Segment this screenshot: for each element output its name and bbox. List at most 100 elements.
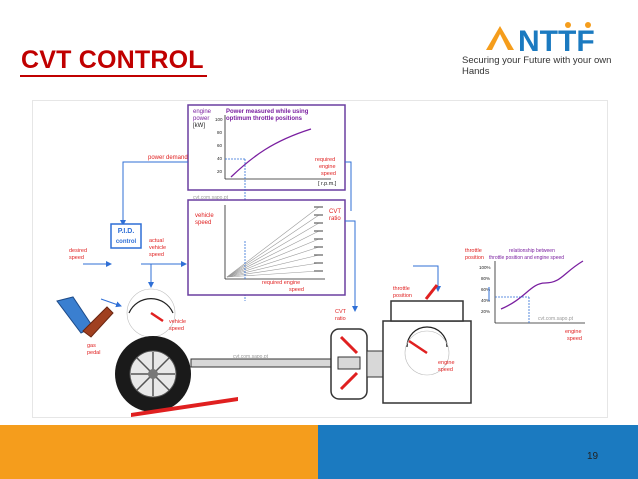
top-chart-title-2: optimum throttle positions [226, 116, 303, 122]
top-chart-ylabel-1: engine [193, 109, 212, 115]
middle-chart: vehicle speed CVT [187, 199, 346, 296]
actual-speed-label-1: actual [149, 238, 164, 244]
top-chart-ylabel-2: power [193, 116, 209, 122]
cvt-pulleys: CVT ratio [330, 309, 368, 400]
right-chart-ytick: 20% [481, 309, 490, 314]
logo-tagline: Securing your Future with your own Hands [462, 55, 612, 77]
throttle-position-label-2: position [393, 293, 412, 299]
cvt-belt-upper [339, 335, 359, 355]
middle-chart-right-label-2: ratio [329, 216, 341, 222]
vehicle-speed-label-1: vehicle [169, 319, 186, 325]
cvt-ratio-label-2: ratio [335, 316, 346, 322]
top-chart-xlabel-3: speed [321, 171, 336, 177]
middle-chart-ratio-lines [226, 206, 320, 278]
right-chart: throttle position relationship between t… [465, 248, 585, 342]
top-chart-ytick: 100 [215, 117, 223, 122]
middle-chart-xlabel-1: required engine [262, 280, 300, 286]
engine-intake [390, 300, 464, 322]
right-chart-title-2: throttle position and engine speed [489, 255, 564, 261]
top-chart-power-curve [230, 128, 312, 178]
cvt-control-diagram: engine power [kW] Power measured while u… [32, 100, 608, 418]
title-underline [20, 75, 207, 77]
right-chart-ytick: 40% [481, 298, 490, 303]
cvt-ratio-line [345, 220, 358, 312]
top-chart-ytick: 40 [217, 156, 223, 161]
right-chart-ytick: 80% [481, 276, 490, 281]
engine-speed-request-line [345, 161, 352, 211]
gas-pedal-line [100, 298, 122, 308]
right-chart-ylabel-1: throttle [465, 248, 482, 254]
engine-shaft-coupling [366, 350, 384, 378]
pid-label-1: P.I.D. [118, 228, 135, 235]
middle-chart-ylabel-1: vehicle [195, 213, 214, 219]
watermark: cvt.com.sapo.pt [193, 195, 229, 201]
pid-label-2: control [116, 239, 137, 245]
cvt-ratio-label-1: CVT [335, 309, 347, 315]
gas-pedal-label-2: pedal [87, 350, 100, 356]
vehicle-speed-label-2: speed [169, 326, 184, 332]
watermark: cvt.com.sapo.pt [538, 316, 574, 322]
top-chart-ytick: 80 [217, 130, 223, 135]
signal-lines [83, 161, 441, 312]
top-chart-title-1: Power measured while using [226, 109, 309, 115]
top-chart-ylabel-3: [kW] [193, 123, 205, 129]
engine-speed-label-1: engine [438, 360, 455, 366]
top-chart-ytick: 20 [217, 169, 223, 174]
right-chart-xlabel-2: speed [567, 336, 582, 342]
nttf-logo: NTTF [476, 20, 626, 70]
footer-blue-bar [318, 425, 638, 479]
actual-speed-label-3: speed [149, 252, 164, 258]
middle-chart-ratio-ticks [314, 206, 323, 272]
right-chart-ylabel-2: position [465, 255, 484, 261]
slide-title: CVT CONTROL [21, 46, 204, 74]
tachometer-arc [406, 326, 448, 348]
right-chart-xlabel-1: engine [565, 329, 582, 335]
road-stripe [131, 397, 238, 417]
top-chart-frame [187, 104, 346, 191]
top-chart-xlabel-4: [ r.p.m.] [318, 181, 337, 187]
actual-speed-label-2: vehicle [149, 245, 166, 251]
logo-mark: NTTF [486, 22, 595, 58]
diagram-svg: engine power [kW] Power measured while u… [56, 104, 585, 417]
wheel-hub [148, 369, 158, 379]
middle-chart-xlabel-2: speed [289, 287, 304, 293]
desired-speed-label-2: speed [69, 255, 84, 261]
throttle-position-label-1: throttle [393, 286, 410, 292]
middle-chart-right-label-1: CVT [329, 209, 341, 215]
tachometer-dial-icon [404, 330, 450, 376]
footer-orange-bar [0, 425, 318, 479]
page-number: 19 [587, 451, 599, 462]
top-chart: engine power [kW] Power measured while u… [187, 104, 346, 301]
top-chart-xlabel-2: engine [319, 164, 336, 170]
throttle-valve-icon [424, 284, 439, 300]
power-demand-line [120, 161, 188, 226]
top-chart-ytick: 60 [217, 143, 223, 148]
speedometer-needle [150, 311, 164, 323]
pid-control-box [110, 223, 142, 249]
speedometer-arc [128, 297, 174, 314]
drive-shaft [190, 358, 342, 368]
watermark: cvt.com.sapo.pt [233, 354, 269, 360]
vehicle-speed-gauge: vehicle speed [126, 288, 186, 338]
car-wheel [115, 336, 238, 417]
logo-dot [565, 22, 571, 28]
logo-dot [585, 22, 591, 28]
throttle: throttle position [393, 284, 439, 300]
right-chart-throttle-curve [500, 260, 584, 310]
gas-pedal: gas pedal [56, 296, 114, 356]
cvt-belt-lower [339, 371, 359, 391]
power-demand-label: power demand [148, 155, 188, 161]
throttle-line [413, 265, 441, 292]
cvt-shaft [337, 356, 361, 370]
engine: engine speed [366, 300, 472, 404]
gas-pedal-label-1: gas [87, 343, 96, 349]
gas-pedal-icon [82, 306, 114, 338]
logo-brand-text: NTTF [518, 25, 595, 56]
right-chart-title-1: relationship between [509, 248, 555, 254]
top-chart-xlabel-1: required [315, 157, 335, 163]
middle-chart-ylabel-2: speed [195, 220, 211, 226]
desired-speed-label-1: desired [69, 248, 87, 254]
logo-triangle-inner [492, 34, 508, 50]
engine-speed-label-2: speed [438, 367, 453, 373]
tachometer-needle [408, 339, 428, 355]
